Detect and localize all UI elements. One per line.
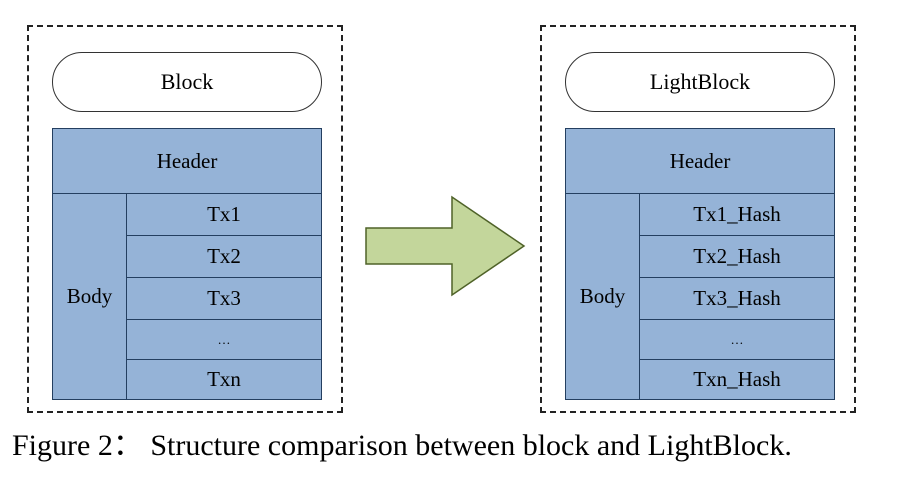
block-panel: Block Header Body Tx1 Tx2 Tx3 … Txn — [27, 25, 343, 413]
block-row-txn: Txn — [126, 359, 322, 400]
right-arrow-icon — [365, 195, 526, 297]
lightblock-title: LightBlock — [565, 52, 835, 112]
block-row-tx2: Tx2 — [126, 235, 322, 278]
lightblock-body-label: Body — [565, 193, 640, 400]
block-row-tx1: Tx1 — [126, 193, 322, 236]
lightblock-row-tx2-hash: Tx2_Hash — [639, 235, 835, 278]
block-row-ellipsis: … — [126, 319, 322, 360]
lightblock-row-tx3-hash: Tx3_Hash — [639, 277, 835, 320]
lightblock-header: Header — [565, 128, 835, 194]
figure-caption: Figure 2： Structure comparison between b… — [12, 429, 792, 462]
block-row-tx3: Tx3 — [126, 277, 322, 320]
block-title: Block — [52, 52, 322, 112]
lightblock-row-ellipsis: … — [639, 319, 835, 360]
right-arrow — [360, 193, 530, 299]
block-body-label: Body — [52, 193, 127, 400]
lightblock-row-tx1-hash: Tx1_Hash — [639, 193, 835, 236]
lightblock-panel: LightBlock Header Body Tx1_Hash Tx2_Hash… — [540, 25, 856, 413]
block-header: Header — [52, 128, 322, 194]
lightblock-row-txn-hash: Txn_Hash — [639, 359, 835, 400]
